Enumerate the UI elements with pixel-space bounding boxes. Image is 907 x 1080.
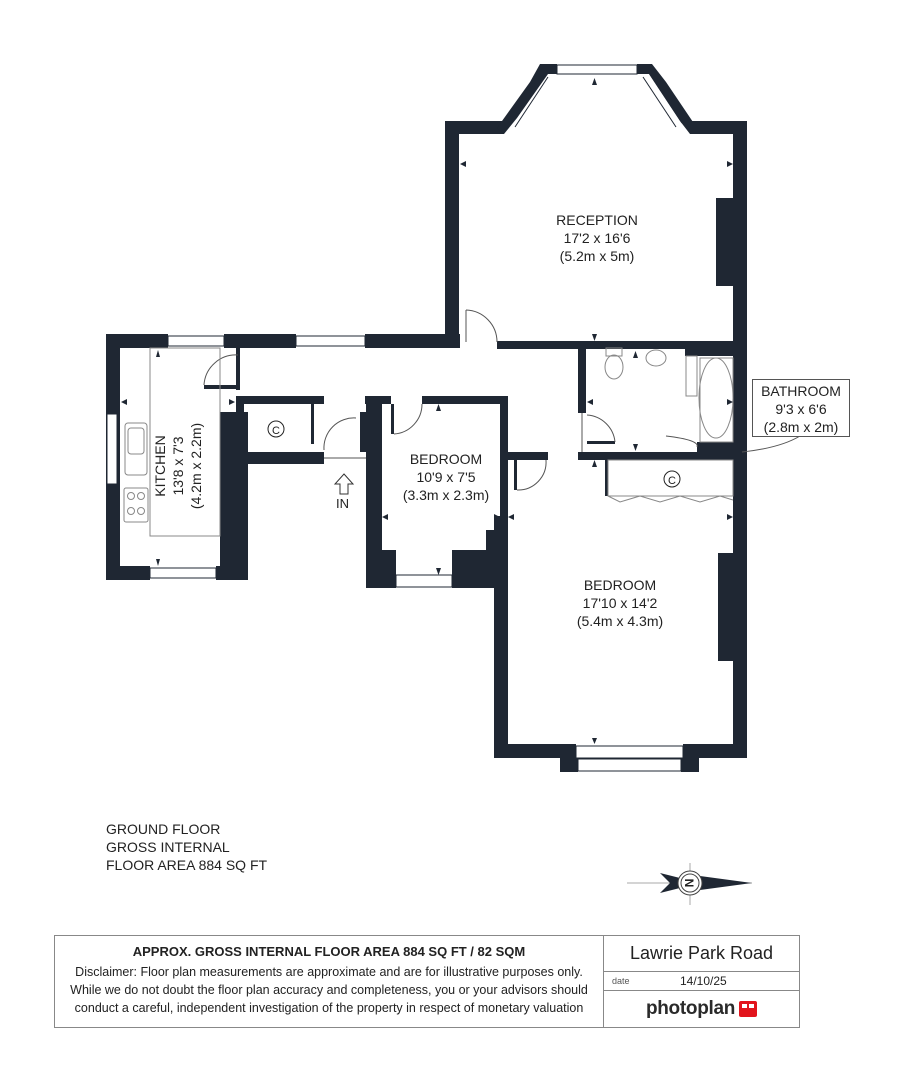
disclaimer-line: conduct a careful, independent investiga… [74,1001,584,1015]
floor-info-line: GROUND FLOOR [106,821,221,837]
photoplan-logo-icon [739,1001,758,1017]
svg-text:N: N [682,879,696,888]
area-title: APPROX. GROSS INTERNAL FLOOR AREA 884 SQ… [132,944,526,959]
room-size-imperial: 9'3 x 6'6 [775,401,827,417]
floor-info: GROUND FLOOR GROSS INTERNAL FLOOR AREA 8… [106,820,267,874]
room-size-imperial: 10'9 x 7'5 [416,469,476,485]
date-label: date [612,976,630,986]
property-address: Lawrie Park Road [604,936,799,972]
date-row: date 14/10/25 [604,972,799,991]
dimension-arrows [121,78,733,744]
room-name: BATHROOM [761,383,841,399]
doors [203,309,698,491]
room-name: RECEPTION [556,212,638,228]
entrance-label: IN [336,496,349,511]
compass-icon: N [627,863,752,905]
room-size-imperial: 17'10 x 14'2 [582,595,658,611]
room-label-reception: RECEPTION 17'2 x 16'6 (5.2m x 5m) [537,211,657,265]
floor-info-line: GROSS INTERNAL [106,839,230,855]
footer-box: APPROX. GROSS INTERNAL FLOOR AREA 884 SQ… [54,935,800,1028]
date-value: 14/10/25 [680,974,727,988]
svg-text:C: C [272,425,280,437]
disclaimer-line: Disclaimer: Floor plan measurements are … [75,965,583,979]
floor-info-line: FLOOR AREA 884 SQ FT [106,857,268,873]
room-label-bedroom-small: BEDROOM 10'9 x 7'5 (3.3m x 2.3m) [386,450,506,504]
floor-plan: C C N [106,64,801,905]
fixtures [123,347,734,537]
room-name: BEDROOM [409,451,483,467]
disclaimer-line: While we do not doubt the floor plan acc… [70,983,588,997]
room-size-imperial: 17'2 x 16'6 [563,230,631,246]
room-size-metric: (5.2m x 5m) [559,248,635,264]
room-name: KITCHEN [152,435,168,497]
room-size-metric: (4.2m x 2.2m) [188,422,204,510]
walls [106,64,747,772]
brand-logo: photoplan [604,991,799,1027]
brand-name: photoplan [645,998,736,1019]
room-size-metric: (5.4m x 4.3m) [576,613,664,629]
room-label-kitchen: KITCHEN 13'8 x 7'3 (4.2m x 2.2m) [151,423,205,509]
windows [106,64,684,772]
room-size-metric: (3.3m x 2.3m) [402,487,490,503]
disclaimer-panel: APPROX. GROSS INTERNAL FLOOR AREA 884 SQ… [55,936,604,1027]
room-size-metric: (2.8m x 2m) [763,419,839,435]
entrance-arrow-icon [333,473,355,495]
cupboard-symbols: C C [267,420,681,488]
svg-text:C: C [668,475,676,487]
room-size-imperial: 13'8 x 7'3 [170,436,186,496]
room-label-bathroom: BATHROOM 9'3 x 6'6 (2.8m x 2m) [752,379,850,437]
room-name: BEDROOM [583,577,657,593]
property-panel: Lawrie Park Road date 14/10/25 photoplan [604,936,799,1027]
room-label-bedroom-large: BEDROOM 17'10 x 14'2 (5.4m x 4.3m) [560,576,680,630]
